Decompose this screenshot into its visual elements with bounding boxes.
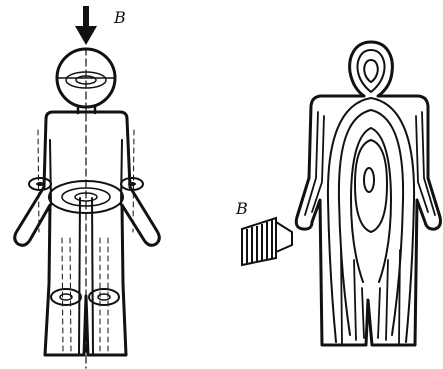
- right-right-arm-contours: [416, 112, 435, 215]
- right-trunk-contour-middle: [339, 110, 403, 335]
- left-field-label: B: [113, 8, 126, 27]
- right-field-source: [242, 218, 292, 265]
- left-body-outline: [15, 112, 160, 355]
- left-arm-current-loop-right: [29, 178, 51, 190]
- right-head-inner-contour: [358, 50, 385, 92]
- left-figure: B: [15, 6, 160, 368]
- right-figure: B: [235, 42, 440, 345]
- right-core-contour: [355, 140, 387, 232]
- right-field-label: B: [235, 199, 248, 218]
- right-center-contour: [364, 168, 374, 192]
- left-field-arrow: [75, 6, 97, 45]
- left-leg-current-loop-right: [51, 289, 81, 305]
